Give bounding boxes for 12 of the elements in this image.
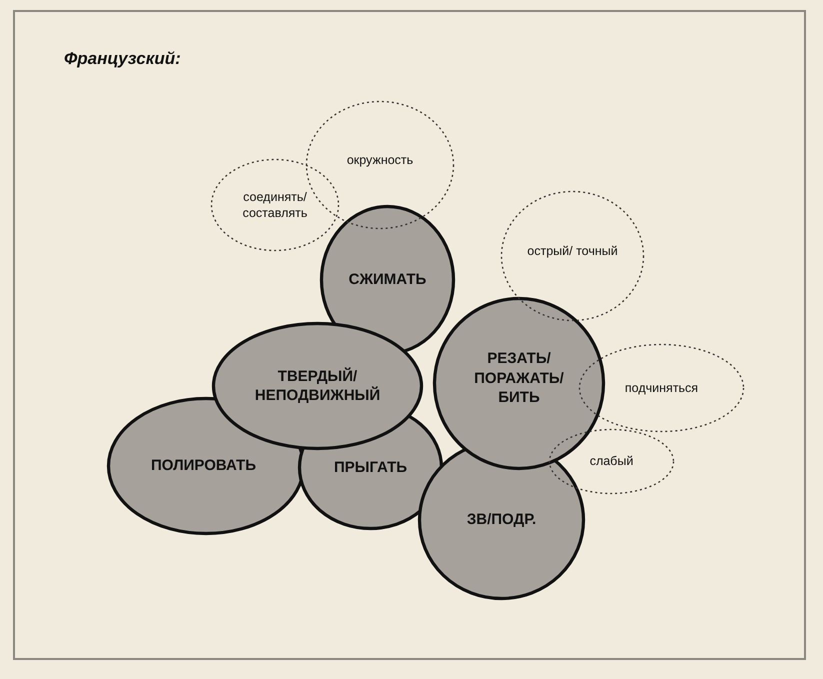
- category-label: СЖИМАТЬ: [348, 270, 428, 290]
- meaning-label: соединять/ составлять: [242, 188, 308, 222]
- category-label: ПРЫГАТЬ: [332, 458, 408, 478]
- category-label: ПОЛИРОВАТЬ: [150, 456, 257, 476]
- category-label: РЕЗАТЬ/ ПОРАЖАТЬ/ БИТЬ: [473, 349, 565, 408]
- meaning-label: слабый: [588, 453, 634, 470]
- category-label: ЗВ/ПОДР.: [466, 510, 538, 530]
- meaning-label: подчиняться: [624, 380, 700, 396]
- meaning-label: окружность: [346, 152, 414, 168]
- meaning-label: острый/ точный: [526, 242, 619, 260]
- diagram-title: Французский:: [64, 49, 181, 69]
- category-label: ТВЕРДЫЙ/ НЕПОДВИЖНЫЙ: [254, 366, 382, 406]
